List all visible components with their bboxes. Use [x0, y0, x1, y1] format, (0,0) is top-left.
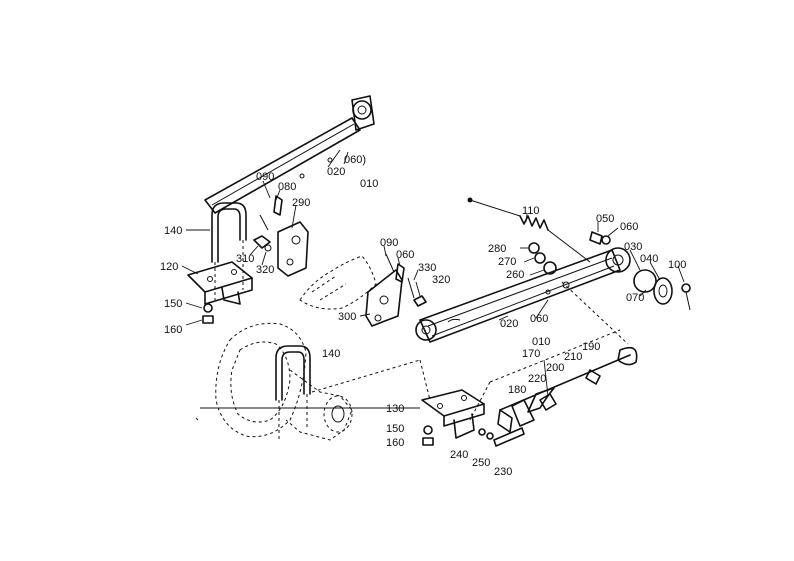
label-140-upper: 140 [164, 225, 182, 237]
label-210: 210 [564, 351, 582, 363]
label-190: 190 [582, 341, 600, 353]
label-200: 200 [546, 362, 564, 374]
ball-joint [633, 269, 657, 293]
label-320-mid: 320 [432, 274, 450, 286]
label-090-mid: 090 [380, 237, 398, 249]
pin-230 [493, 427, 525, 447]
label-150-upper: 150 [164, 298, 182, 310]
label-010-upper: 010 [360, 178, 378, 190]
label-020-upper: 020 [327, 166, 345, 178]
washer-270 [534, 252, 546, 264]
label-090-upper: 090 [256, 171, 274, 183]
label-130: 130 [386, 403, 404, 415]
label-060-upper: 060) [344, 154, 366, 166]
nut-lower [422, 437, 434, 446]
label-170: 170 [522, 348, 540, 360]
label-060-lower: 060 [530, 313, 548, 325]
label-230: 230 [494, 466, 512, 478]
label-100: 100 [668, 259, 686, 271]
bolt-set-upper [253, 195, 283, 252]
label-160-upper: 160 [164, 324, 182, 336]
label-310: 310 [236, 253, 254, 265]
label-220: 220 [528, 373, 546, 385]
lower-link [415, 247, 631, 343]
label-290: 290 [292, 197, 310, 209]
label-140-lower: 140 [322, 348, 340, 360]
label-020-lower: 020 [500, 318, 518, 330]
lift-rod [469, 329, 638, 433]
check-chain-spring [467, 197, 591, 263]
nut-upper [202, 315, 214, 324]
label-080: 080 [278, 181, 296, 193]
washer-240 [478, 428, 486, 436]
chassis-stub [299, 255, 377, 310]
label-120: 120 [160, 261, 178, 273]
washer-lower [423, 425, 433, 435]
axle-housing [215, 322, 353, 441]
label-260: 260 [506, 269, 524, 281]
label-110: 110 [522, 205, 540, 217]
label-060-mid: 060 [396, 249, 414, 261]
bracket-mid [365, 269, 403, 327]
plate-lower [421, 389, 485, 439]
label-060-right: 060 [620, 221, 638, 233]
part-labels: 090 080 290 140 120 310 320 150 160 060)… [160, 154, 686, 478]
bolt-050 [589, 231, 603, 245]
u-bolt-upper [211, 202, 247, 300]
washer-260 [543, 261, 557, 275]
label-240: 240 [450, 449, 468, 461]
label-320-upper: 320 [256, 264, 274, 276]
label-040: 040 [640, 253, 658, 265]
u-bolt-lower [275, 345, 311, 440]
label-030: 030 [624, 241, 642, 253]
label-160-lower: 160 [386, 437, 404, 449]
label-050: 050 [596, 213, 614, 225]
label-330: 330 [418, 262, 436, 274]
lift-arm-left [204, 95, 375, 214]
label-270: 270 [498, 256, 516, 268]
label-070: 070 [626, 292, 644, 304]
label-180: 180 [508, 384, 526, 396]
ball-joint-retainer [653, 277, 673, 305]
bracket-upper [277, 221, 309, 277]
leader-lines [181, 149, 685, 421]
washer-upper [203, 303, 213, 313]
label-280: 280 [488, 243, 506, 255]
lynch-pin [681, 283, 691, 293]
bolt-set-mid [385, 253, 427, 307]
washer-280 [528, 242, 540, 254]
label-010-lower: 010 [532, 336, 550, 348]
pin-250 [486, 432, 494, 440]
label-300: 300 [338, 311, 356, 323]
plate-upper [187, 261, 253, 305]
nut-060 [601, 235, 611, 245]
label-250: 250 [472, 457, 490, 469]
label-150-lower: 150 [386, 423, 404, 435]
